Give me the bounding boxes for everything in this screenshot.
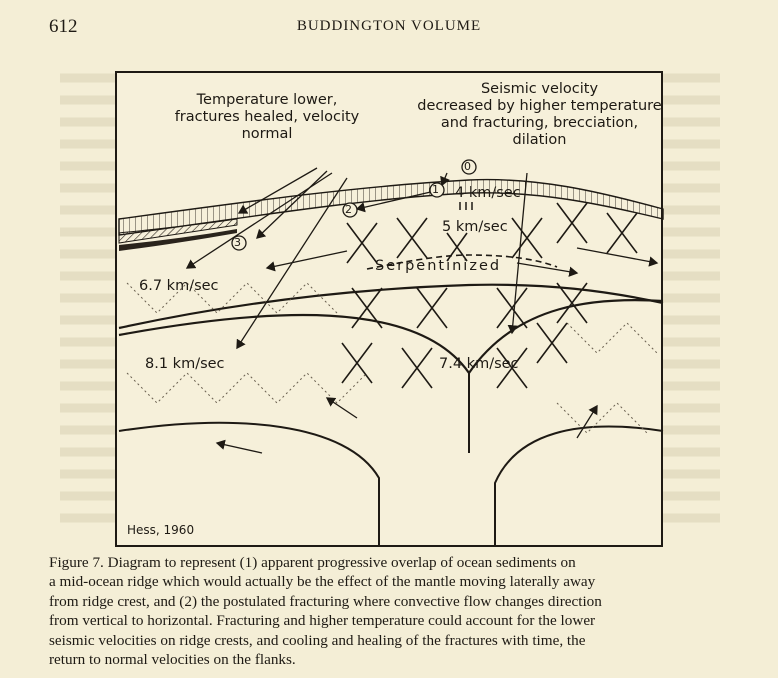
page-header: 612 BUDDINGTON VOLUME (0, 14, 778, 42)
velocity-7-4: 7.4 km/sec (439, 356, 519, 372)
running-head: BUDDINGTON VOLUME (296, 18, 482, 34)
page-number: 612 (49, 16, 78, 37)
lower-cell-left (118, 421, 380, 547)
serpentinized-top (366, 254, 558, 270)
figure-credit: Hess, 1960 (127, 523, 195, 537)
marker-0: 0 (464, 160, 471, 173)
velocity-8-1: 8.1 km/sec (145, 356, 225, 372)
velocity-6-7: 6.7 km/sec (139, 278, 219, 294)
caption-line: return to normal velocities on the flank… (49, 651, 296, 669)
marker-3: 3 (234, 236, 241, 249)
crust-boundary (118, 283, 664, 330)
ridge-diagram-svg (118, 159, 664, 547)
caption-line: a mid-ocean ridge which would actually b… (49, 573, 596, 591)
velocity-5: 5 km/sec (442, 219, 508, 235)
convection-left (118, 313, 470, 374)
seismic-velocity-note: Seismic velocity decreased by higher tem… (417, 81, 662, 148)
ridge-diagram-figure: 1 2 3 0 Temperature lower, fractures hea… (115, 71, 664, 547)
caption-line: from ridge crest, and (2) the postulated… (49, 592, 602, 610)
lower-sediment-hatch (118, 218, 238, 244)
velocity-4: 4 km/sec (455, 185, 521, 201)
caption-line: Figure 7. Diagram to represent (1) appar… (49, 554, 576, 571)
caption-line: from vertical to horizontal. Fracturing … (49, 612, 596, 630)
marker-2: 2 (345, 203, 352, 216)
temperature-note: Temperature lower, fractures healed, vel… (174, 92, 360, 142)
lower-cell-right (494, 425, 664, 547)
figure-caption: Figure 7. Diagram to represent (1) appar… (49, 553, 729, 669)
convection-right (468, 298, 664, 374)
caption-line: seismic velocities on ridge crests, and … (49, 631, 586, 649)
sediment-layer (118, 178, 664, 236)
marker-1: 1 (432, 183, 439, 196)
serpentinized-label: Serpentinized (375, 258, 502, 274)
